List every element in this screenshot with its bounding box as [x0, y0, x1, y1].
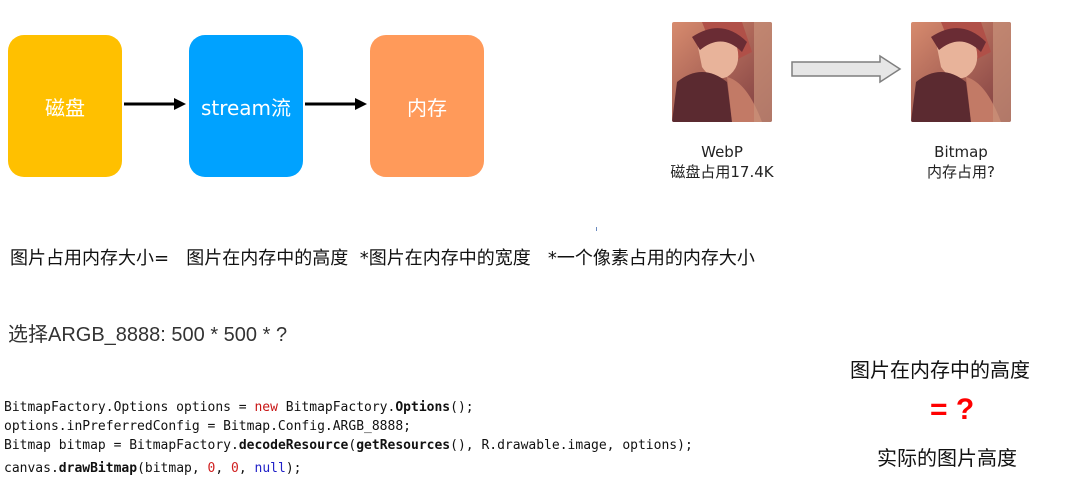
- argb-line: 选择ARGB_8888: 500 * 500 * ?: [8, 318, 287, 347]
- formula-part2: 图片在内存中的高度: [186, 248, 348, 269]
- bitmap-caption-line1: Bitmap: [871, 142, 1051, 162]
- bitmap-caption-line2: 内存占用?: [871, 162, 1051, 182]
- code-block: BitmapFactory.Options options = new Bitm…: [4, 398, 693, 478]
- code-line-2: options.inPreferredConfig = Bitmap.Confi…: [4, 419, 411, 434]
- memory-label: 内存: [407, 92, 447, 121]
- note-equals-question: = ?: [930, 393, 974, 427]
- note-actual-height: 实际的图片高度: [877, 442, 1017, 471]
- stream-label: stream流: [201, 92, 291, 121]
- formula-part4: *一个像素占用的内存大小: [548, 248, 755, 269]
- webp-caption-line1: WebP: [632, 142, 812, 162]
- bitmap-caption: Bitmap 内存占用?: [871, 142, 1051, 182]
- memory-box: 内存: [370, 35, 484, 177]
- webp-image: [672, 22, 772, 122]
- formula-part1: 图片占用内存大小=: [10, 248, 169, 269]
- arrow-disk-to-stream: [124, 96, 188, 112]
- disk-box: 磁盘: [8, 35, 122, 177]
- disk-label: 磁盘: [45, 92, 85, 121]
- formula-part3: *图片在内存中的宽度: [360, 248, 531, 269]
- arrow-stream-to-memory: [305, 96, 369, 112]
- code-line-3: Bitmap bitmap = BitmapFactory.decodeReso…: [4, 438, 693, 453]
- gray-arrow: [790, 54, 904, 84]
- webp-caption: WebP 磁盘占用17.4K: [632, 142, 812, 182]
- webp-caption-line2: 磁盘占用17.4K: [632, 162, 812, 182]
- stream-box: stream流: [189, 35, 303, 177]
- code-line-4: canvas.drawBitmap(bitmap, 0, 0, null);: [4, 459, 301, 478]
- divider-tick: [596, 227, 597, 231]
- memory-formula: 图片占用内存大小= 图片在内存中的高度 *图片在内存中的宽度 *一个像素占用的内…: [10, 244, 755, 270]
- note-height: 图片在内存中的高度: [850, 354, 1030, 383]
- bitmap-image: [911, 22, 1011, 122]
- code-line-1: BitmapFactory.Options options = new Bitm…: [4, 400, 474, 415]
